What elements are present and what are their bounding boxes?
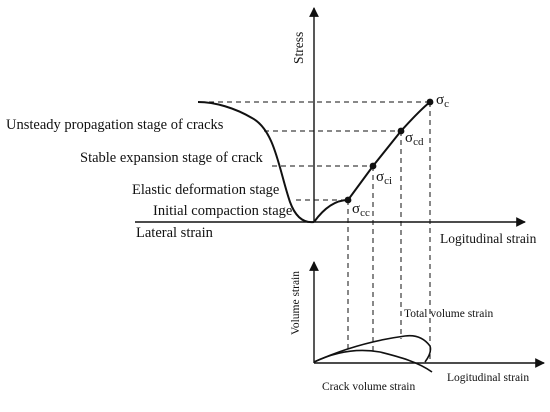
horizontal-guides xyxy=(200,101,430,201)
threshold-points xyxy=(344,98,434,204)
vertical-guides xyxy=(347,102,431,360)
lateral-strain-curve xyxy=(197,101,315,224)
total-volume-strain-label: Total volume strain xyxy=(404,308,494,320)
stage-label-compaction: Initial compaction stage xyxy=(153,203,293,219)
sigma-ci-label: σci xyxy=(376,169,393,187)
crack-volume-strain-label: Crack volume strain xyxy=(322,381,416,393)
crack-volume-strain-curve xyxy=(313,349,433,373)
axial-strain-curve xyxy=(313,101,431,223)
lower-y-axis-label: Volume strain xyxy=(290,271,302,335)
point-sigma-c xyxy=(426,98,434,106)
sigma-cd-label: σcd xyxy=(405,130,424,148)
point-sigma-ci xyxy=(369,162,377,170)
stage-label-unsteady: Unsteady propagation stage of cracks xyxy=(6,117,224,133)
total-volume-strain-curve xyxy=(313,334,432,363)
upper-x-axis-right-label: Logitudinal strain xyxy=(440,231,537,246)
upper-x-axis-left-label: Lateral strain xyxy=(136,225,213,241)
lower-x-axis-label: Logitudinal strain xyxy=(447,372,530,384)
point-sigma-cc xyxy=(344,196,352,204)
stage-label-stable: Stable expansion stage of crack xyxy=(80,150,263,166)
stage-label-elastic: Elastic deformation stage xyxy=(132,182,280,198)
point-sigma-cd xyxy=(397,127,405,135)
sigma-cc-label: σcc xyxy=(352,201,370,219)
sigma-c-label: σc xyxy=(436,92,449,110)
upper-y-axis-label: Stress xyxy=(291,31,306,64)
